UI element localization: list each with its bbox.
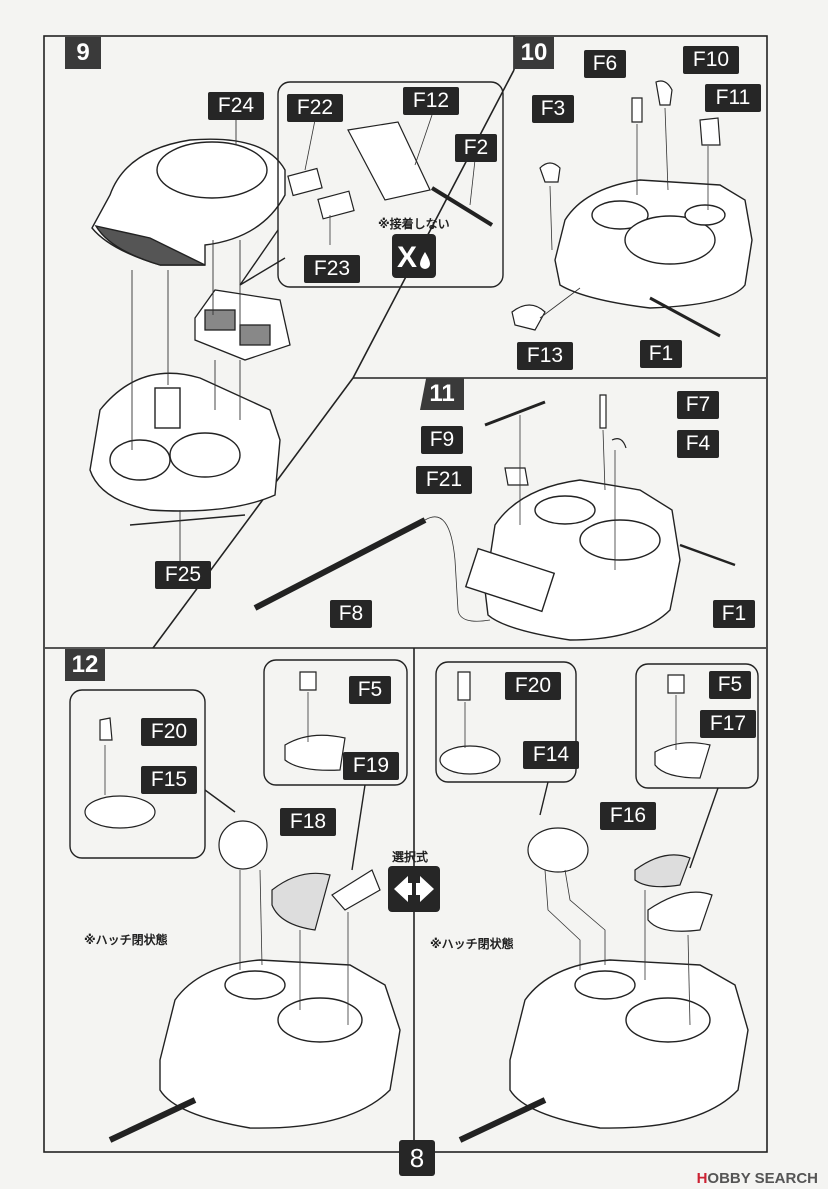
part-label-f25: F25 [155,561,211,589]
no-glue-note: ※接着しない [378,217,450,231]
part-label-f6: F6 [584,50,626,78]
part-label-f15: F15 [141,766,197,794]
part-label-f3: F3 [532,95,574,123]
part-label-f8: F8 [330,600,372,628]
step-12-number: 12 [65,649,105,681]
step12-left-turret [108,959,401,1143]
step12-right-turret [458,959,749,1143]
part-label-f4: F4 [677,430,719,458]
step-11-number: 11 [420,378,464,410]
part-label-f21: F21 [416,466,472,494]
part-label-f11: F11 [705,84,761,112]
step11-turret [464,479,681,641]
hatch-closed-note-right: ※ハッチ閉状態 [430,937,514,951]
part-label-f13: F13 [517,342,573,370]
part-label-f1-step10: F1 [640,340,682,368]
step9-turret-ring [91,138,286,266]
page-number: 8 [399,1140,435,1176]
part-label-f14: F14 [523,741,579,769]
choice-arrows-icon [388,866,440,912]
part-label-f5-left: F5 [349,676,391,704]
step-9-number: 9 [65,37,101,69]
part-label-f9: F9 [421,426,463,454]
step9-turret-base [89,372,281,526]
part-label-f2: F2 [455,134,497,162]
part-label-f1-step11: F1 [713,600,755,628]
part-label-f5-right: F5 [709,671,751,699]
part-label-f12: F12 [403,87,459,115]
part-label-f17: F17 [700,710,756,738]
part-label-f20-left: F20 [141,718,197,746]
no-glue-icon: X [392,234,436,278]
part-label-f19: F19 [343,752,399,780]
watermark-brand-a: H [696,1170,708,1187]
part-label-f18: F18 [280,808,336,836]
part-label-f10: F10 [683,46,739,74]
part-label-f23: F23 [304,255,360,283]
choice-label: 選択式 [392,850,429,864]
watermark: HOBBY SEARCH [697,1170,818,1187]
step9-bracket [194,289,291,361]
part-label-f24: F24 [208,92,264,120]
part-label-f22: F22 [287,94,343,122]
part-label-f16: F16 [600,802,656,830]
step10-turret [554,179,753,309]
hatch-closed-note-left: ※ハッチ閉状態 [84,933,168,947]
part-label-f7: F7 [677,391,719,419]
part-label-f20-right: F20 [505,672,561,700]
watermark-brand-b: OBBY [707,1170,751,1187]
svg-text:X: X [397,241,417,274]
step-10-number: 10 [514,37,554,69]
watermark-brand-c: SEARCH [754,1170,818,1187]
